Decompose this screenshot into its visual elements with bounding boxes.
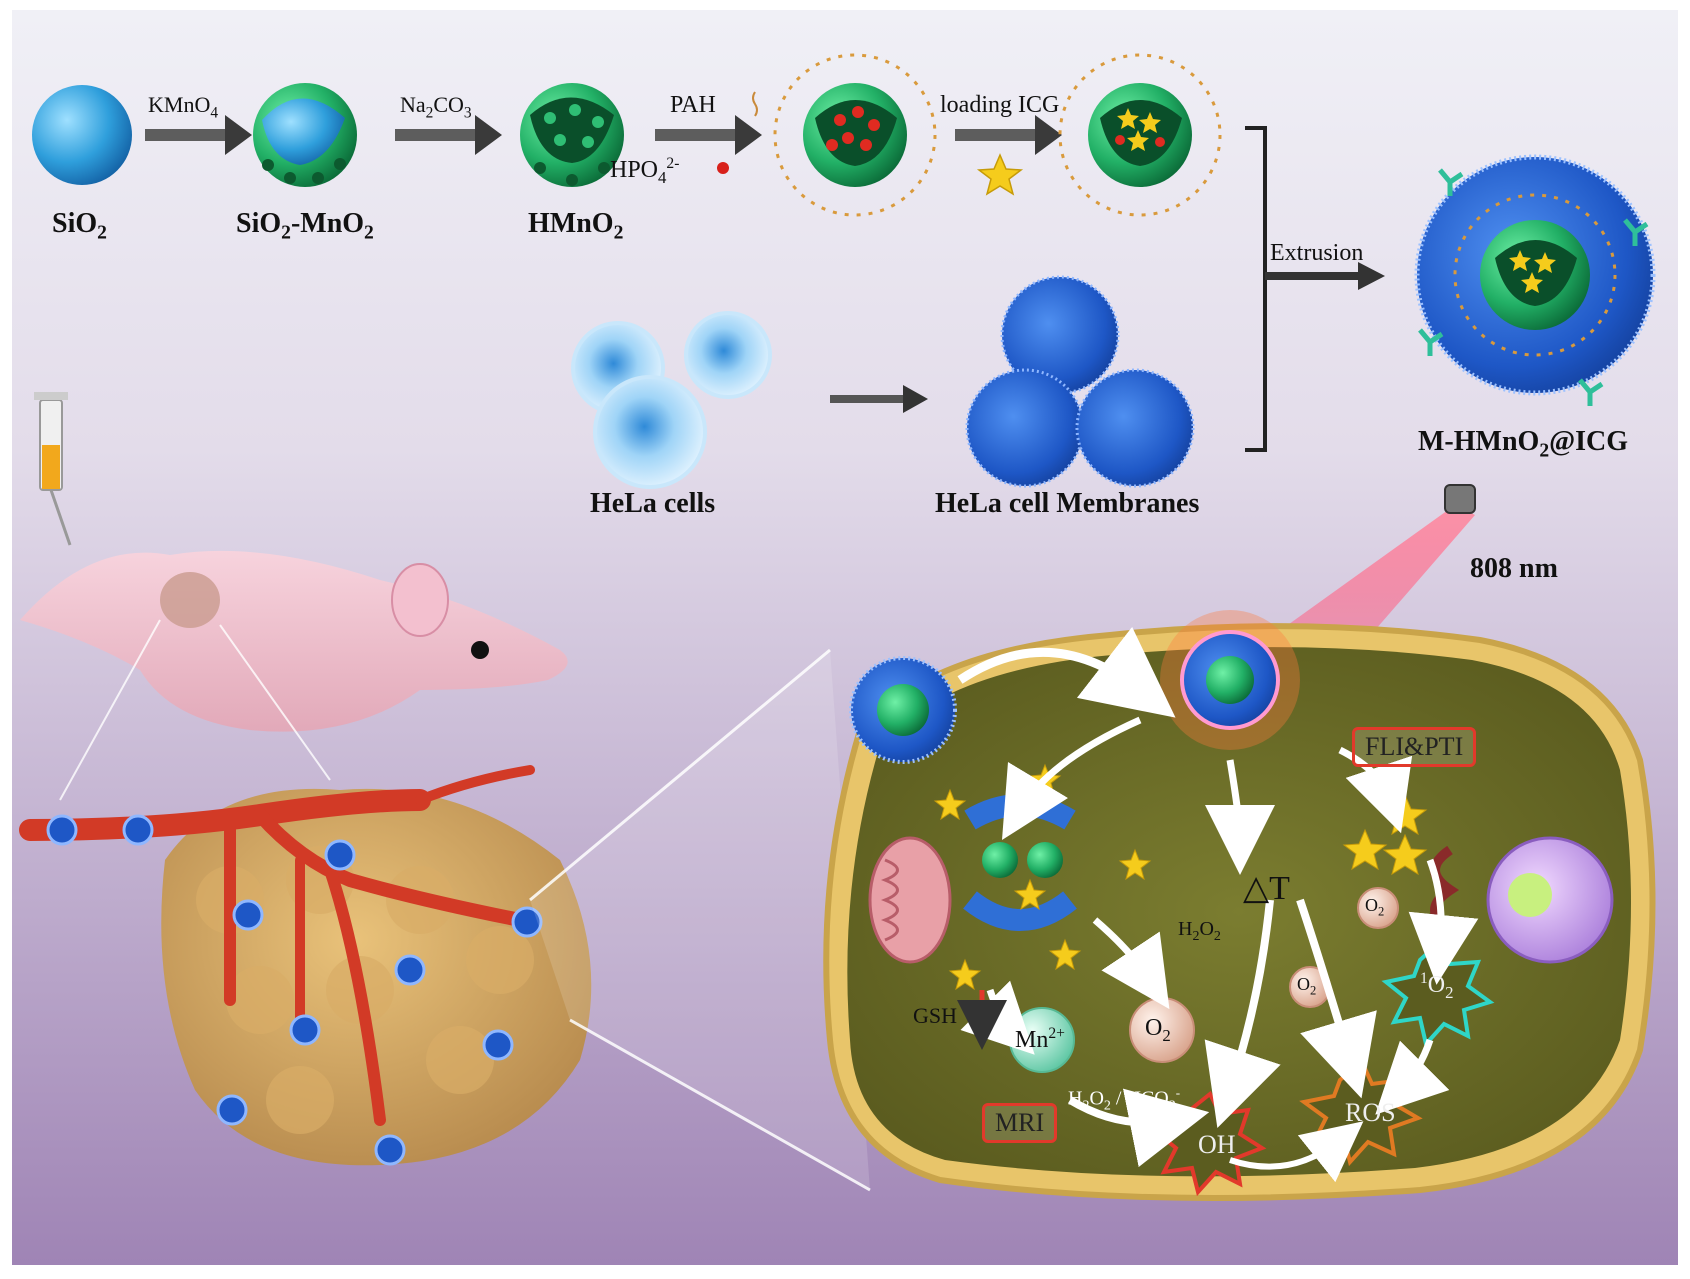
synthesis-arrow-3 (655, 115, 762, 155)
label-sio2: SiO2 (52, 208, 107, 244)
sio2-mno2-particle (253, 83, 357, 187)
blood-vessels (19, 765, 535, 1126)
label-h2o2: H2O2 (1178, 918, 1221, 944)
label-hela-membranes: HeLa cell Membranes (935, 488, 1200, 519)
label-h2o2-hco3: H2O2 / HCO3- (1068, 1085, 1181, 1114)
label-extrusion: Extrusion (1270, 240, 1364, 266)
label-fli-pti: FLI&PTI (1352, 727, 1477, 767)
label-hpo4: HPO42- (610, 155, 680, 187)
label-na2co3: Na2CO3 (400, 92, 472, 122)
extrusion-arrow (1265, 262, 1385, 290)
pah-chain-icon (752, 91, 758, 117)
hela-membranes-cluster (965, 275, 1195, 488)
label-mn2: Mn2+ (1015, 1025, 1065, 1053)
label-o2-upper: O2 (1365, 895, 1385, 919)
label-mri: MRI (982, 1103, 1058, 1143)
mouse (20, 550, 568, 732)
label-loading-icg: loading ICG (940, 92, 1060, 118)
extrusion-bracket (1245, 126, 1267, 452)
synthesis-arrow-4 (955, 115, 1062, 155)
zoom-cone (530, 650, 870, 1190)
label-o2-large: O2 (1145, 1015, 1171, 1045)
label-delta-t: △T (1243, 870, 1290, 907)
label-oh: OH (1198, 1130, 1236, 1159)
hela-cells-cluster (571, 311, 772, 489)
syringe (34, 392, 72, 546)
zoom-lines-tumor (529, 648, 871, 1192)
synthesis-arrow-2 (395, 115, 502, 155)
label-gsh: GSH (913, 1003, 958, 1028)
o2-bubble-upper (1357, 887, 1399, 929)
phosphate-ion-icon (717, 162, 729, 174)
icg-star-icon (976, 153, 1024, 196)
sio2-sphere (32, 85, 132, 185)
label-product: M-HMnO2@ICG (1418, 426, 1629, 462)
label-pah: PAH (670, 92, 716, 118)
label-sio2-mno2: SiO2-MnO2 (236, 208, 374, 244)
process-arrows (957, 626, 1479, 1183)
pah-coated-particle (773, 53, 937, 217)
heated-nanoparticle (1160, 610, 1300, 750)
label-ros: ROS (1345, 1098, 1396, 1127)
label-hmno2: HMnO2 (528, 208, 624, 244)
label-hela-cells: HeLa cells (590, 488, 716, 519)
label-laser-wavelength: 808 nm (1470, 553, 1558, 584)
m-hmno2-icg-particle (1414, 154, 1656, 406)
vessel-nanoparticles (46, 814, 543, 1166)
zoom-lines-mouse (59, 619, 331, 801)
icg-loaded-particle (1058, 53, 1222, 217)
nucleus (1486, 836, 1614, 964)
entering-nanoparticle (849, 656, 957, 764)
label-singlet-oxygen: 1O2 (1420, 970, 1454, 1002)
hela-arrow (830, 385, 928, 413)
label-o2-lower: O2 (1297, 974, 1317, 998)
mitochondrion (868, 836, 952, 964)
mouse-tumor-site (160, 572, 220, 628)
label-kmno4: KMnO4 (148, 92, 219, 122)
hmno2-hollow-shell (520, 83, 624, 187)
synthesis-arrow-1 (145, 115, 252, 155)
